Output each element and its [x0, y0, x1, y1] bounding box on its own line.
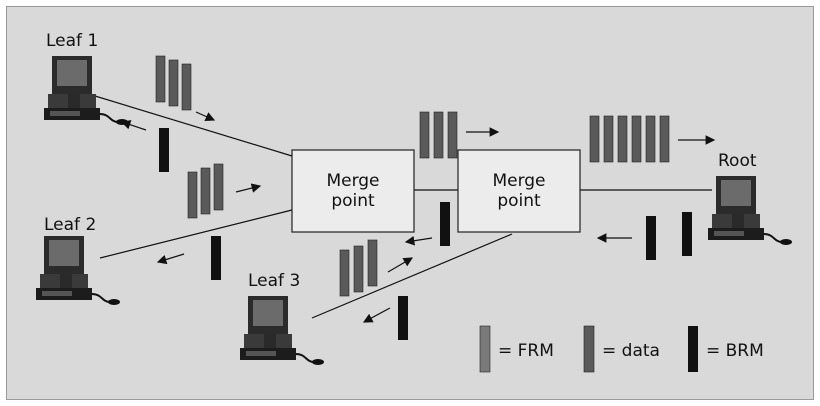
legend-brm-label: = BRM [706, 341, 764, 361]
leaf-2-label: Leaf 2 [44, 215, 96, 235]
leaf-1-forward-arrow [195, 111, 216, 121]
leaf-3-backward-arrow [362, 307, 391, 323]
merge-point-2-line1: Merge [492, 171, 545, 191]
leaf-3-brm-cell [398, 296, 408, 340]
merge-2-backward-arrow [404, 235, 433, 246]
merge-point-1-line1: Merge [326, 171, 379, 191]
merge-1-forward-cells [419, 111, 458, 159]
leaf-3-forward-cells [339, 239, 378, 297]
leaf-2-forward-cells [187, 163, 224, 219]
leaf-1-forward-cells [155, 55, 192, 111]
link-leaf1-merge1 [94, 95, 293, 157]
link-leaf3-merge2 [311, 233, 513, 319]
leaf-3-computer-icon [239, 295, 325, 366]
root-bound-cells [589, 115, 670, 163]
leaf-2-forward-arrow [235, 183, 262, 193]
legend-data-swatch [583, 325, 595, 373]
leaf-1-computer-icon [43, 55, 129, 126]
root-brm-cell-1 [646, 216, 656, 260]
leaf-2-brm-cell [211, 236, 221, 280]
merge-point-1: Merge point [291, 149, 415, 233]
legend-frm-swatch [479, 325, 491, 373]
leaf-3-forward-arrow [387, 257, 414, 273]
legend-data-label: = data [602, 341, 660, 361]
merge-point-2-line2: point [497, 191, 541, 211]
network-links [94, 95, 712, 319]
root-computer-icon [707, 175, 793, 246]
leaf-1-brm-cell [159, 128, 169, 172]
link-leaf2-merge1 [99, 209, 293, 259]
leaf-3-label: Leaf 3 [248, 271, 300, 291]
merge-2-brm-cell [440, 202, 450, 246]
leaf-1-backward-arrow [120, 120, 147, 131]
root-label: Root [718, 151, 757, 171]
leaf-2-backward-arrow [156, 253, 185, 265]
leaf-1-label: Leaf 1 [46, 31, 98, 51]
merge-point-1-line2: point [331, 191, 375, 211]
leaf-2-computer-icon [35, 235, 121, 306]
legend-frm-label: = FRM [498, 341, 554, 361]
merge-point-2: Merge point [457, 149, 581, 233]
legend: = FRM = data = BRM [479, 325, 764, 373]
root-brm-cell-2 [682, 212, 692, 256]
legend-brm-swatch [688, 326, 698, 372]
